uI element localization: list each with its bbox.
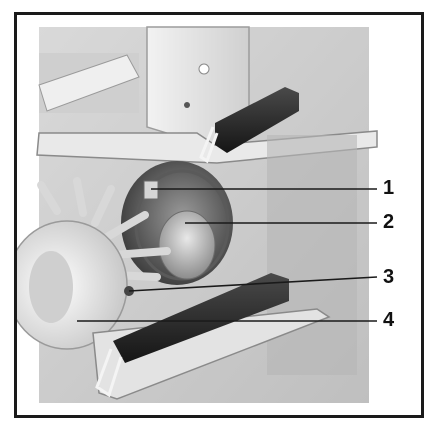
callout-3: 3 <box>383 266 395 288</box>
callout-1: 1 <box>383 177 395 199</box>
plate-hole-upper <box>198 63 210 75</box>
rod-tube <box>38 54 140 112</box>
callout-4: 4 <box>383 309 395 331</box>
plate-hole-lower <box>184 102 190 108</box>
brush-ring-inner <box>29 251 73 323</box>
callout-2: 2 <box>383 211 395 233</box>
lower-rubber-bar <box>113 273 289 363</box>
sensor-block <box>143 180 159 200</box>
leader-lines <box>77 188 378 322</box>
upper-clip <box>199 126 219 164</box>
machine-illustration <box>17 26 378 403</box>
right-panel <box>267 135 357 375</box>
figure-frame: 1 2 3 4 <box>14 12 424 418</box>
upper-rubber-bar <box>215 87 299 153</box>
lower-clip <box>95 348 123 398</box>
leader-line-3 <box>128 276 378 292</box>
hub <box>158 210 216 280</box>
